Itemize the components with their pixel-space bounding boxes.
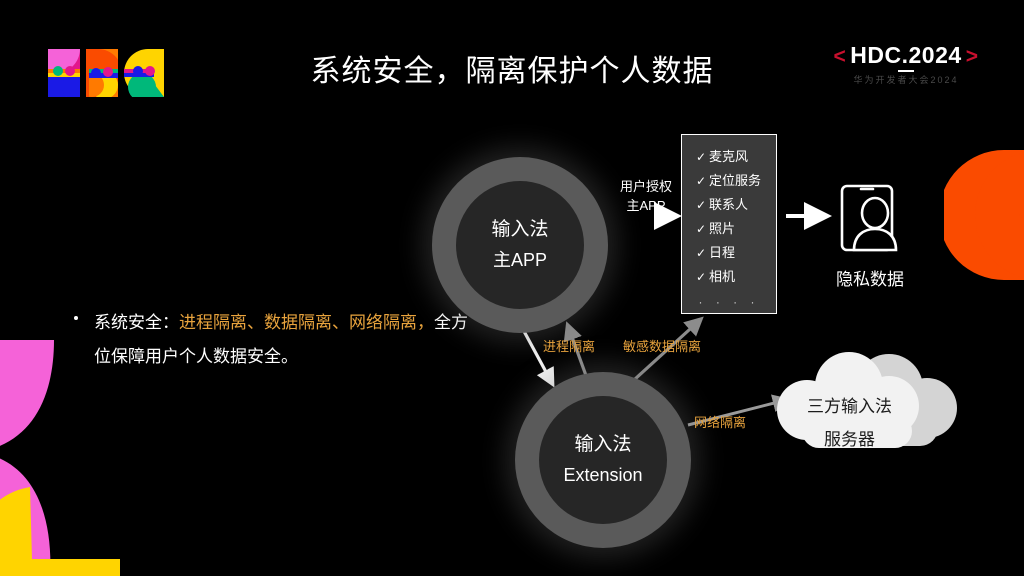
page-title: 系统安全，隔离保护个人数据 — [310, 55, 714, 88]
hdc-badge: <HDC.2024> 华为开发者大会2024 — [816, 44, 996, 85]
permission-label: 联系人 — [709, 197, 749, 212]
permission-item[interactable]: ✓联系人 — [682, 193, 776, 217]
ext-circle-line1: 输入法 — [574, 434, 632, 455]
hdc-underline — [898, 70, 914, 72]
phone-person-icon — [840, 184, 898, 252]
node-input-method-extension[interactable]: 输入法 Extension — [515, 372, 691, 548]
hdc-badge-text: HDC.2024 — [850, 42, 962, 68]
ext-circle-line2: Extension — [563, 465, 643, 485]
hdc-angle-right: > — [965, 45, 979, 68]
privacy-data-node: 隐私数据 — [800, 182, 940, 290]
user-authorization-label: 用户授权 主APP — [603, 177, 689, 215]
check-icon: ✓ — [696, 246, 707, 260]
cloud-server-label: 三方输入法 服务器 — [757, 390, 942, 456]
cloud-line2: 服务器 — [824, 430, 875, 449]
decor-yellow-shape — [0, 487, 120, 576]
check-icon: ✓ — [696, 270, 707, 284]
auth-label-line2: 主APP — [626, 198, 666, 213]
permission-label: 照片 — [709, 221, 736, 236]
permission-item[interactable]: ✓日程 — [682, 241, 776, 265]
check-icon: ✓ — [696, 174, 707, 188]
cloud-server-node: 三方输入法 服务器 — [757, 352, 972, 477]
permission-label: 相机 — [709, 269, 736, 284]
hdc-badge-main: <HDC.2024> — [816, 42, 996, 68]
permission-item[interactable]: ✓定位服务 — [682, 169, 776, 193]
node-input-method-main-app-inner: 输入法 主APP — [456, 181, 584, 309]
decor-orange-shape — [944, 150, 1024, 280]
bullet-part2: 全方位保障用户个人数据安全。 — [94, 313, 468, 366]
permission-label: 定位服务 — [709, 173, 762, 188]
bullet-paragraph: 系统安全：进程隔离、数据隔离、网络隔离，全方位保障用户个人数据安全。 — [74, 306, 474, 374]
bullet-part1: 系统安全： — [94, 313, 179, 332]
node-input-method-extension-inner: 输入法 Extension — [539, 396, 667, 524]
label-network-isolation: 网络隔离 — [694, 415, 747, 430]
check-icon: ✓ — [696, 222, 707, 236]
cloud-line1: 三方输入法 — [807, 397, 892, 416]
bullet-highlight: 进程隔离、数据隔离、网络隔离， — [179, 313, 434, 332]
label-process-isolation: 进程隔离 — [543, 339, 596, 354]
app-circle-line2: 主APP — [492, 250, 548, 270]
check-icon: ✓ — [696, 150, 707, 164]
node-input-method-main-app[interactable]: 输入法 主APP — [432, 157, 608, 333]
privacy-data-caption: 隐私数据 — [836, 270, 904, 289]
permission-label: 日程 — [709, 245, 736, 260]
permission-item[interactable]: ✓麦克风 — [682, 145, 776, 169]
cloud-icon — [777, 352, 957, 448]
permission-label: 麦克风 — [709, 149, 749, 164]
auth-label-line1: 用户授权 — [619, 179, 672, 194]
bullet-content: 系统安全：进程隔离、数据隔离、网络隔离，全方位保障用户个人数据安全。 — [74, 306, 474, 374]
permission-more-indicator: · · · · — [698, 295, 760, 309]
check-icon: ✓ — [696, 198, 707, 212]
permission-list-panel[interactable]: ✓麦克风 ✓定位服务 ✓联系人 ✓照片 ✓日程 ✓相机 · · · · — [681, 134, 777, 314]
hdc-angle-left: < — [833, 45, 847, 68]
permission-item[interactable]: ✓相机 — [682, 265, 776, 289]
bullet-marker — [74, 316, 78, 320]
hdc-badge-subtitle: 华为开发者大会2024 — [853, 75, 959, 85]
permission-item[interactable]: ✓照片 — [682, 217, 776, 241]
app-circle-line1: 输入法 — [491, 219, 549, 240]
hdc-logo-icon — [48, 49, 164, 97]
label-sensitive-data-isolation: 敏感数据隔离 — [623, 339, 702, 354]
